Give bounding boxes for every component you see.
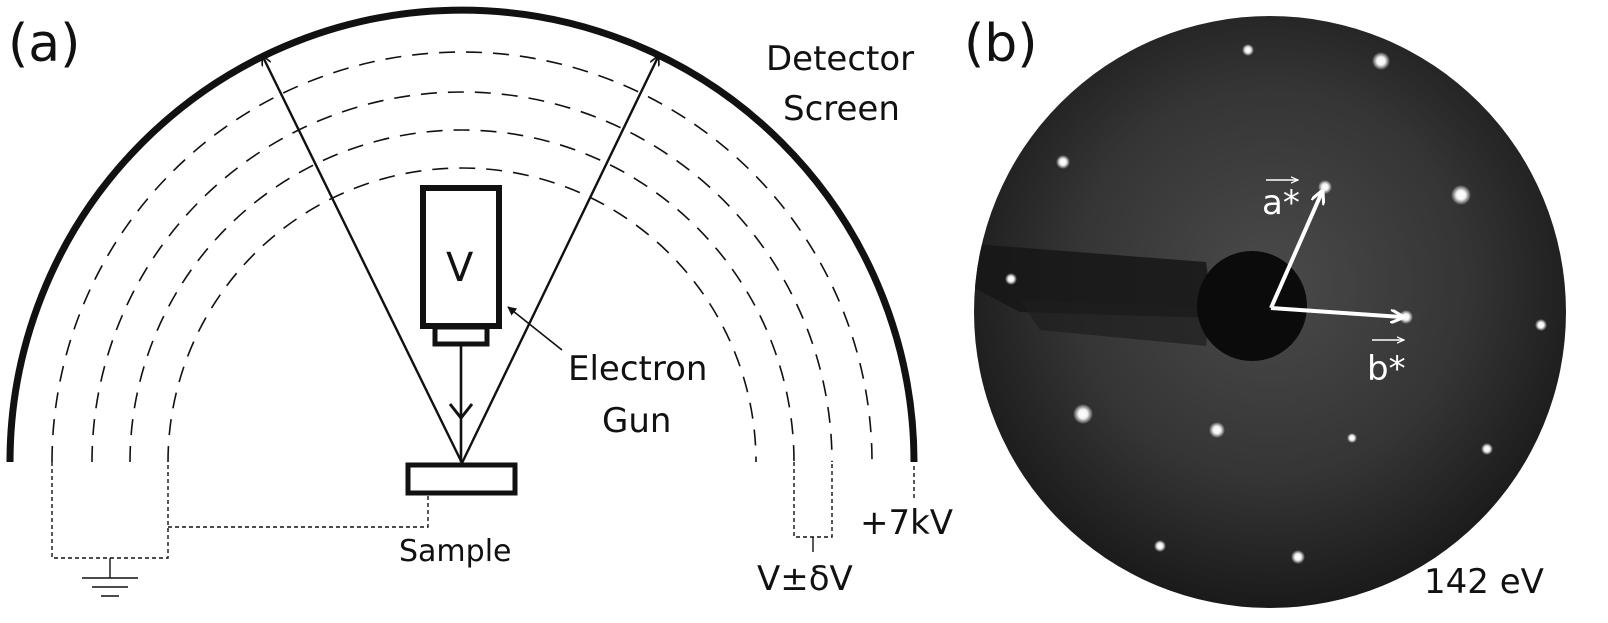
sample-wire: [168, 495, 429, 528]
grid-arc-2: [91, 91, 833, 463]
detector-label-line1: Detector: [766, 39, 915, 79]
gun-voltage-label: V: [446, 245, 474, 291]
spot: [1005, 273, 1017, 285]
panel-a-label: (a): [8, 14, 81, 74]
spot: [1056, 155, 1070, 169]
electron-gun-shadow: [1197, 251, 1307, 361]
grid-arc-4: [167, 167, 757, 463]
vector-b-label: b*: [1367, 349, 1406, 389]
electron-gun-pointer: [507, 306, 563, 351]
sample-label: Sample: [399, 534, 512, 569]
spot: [1242, 44, 1254, 56]
diffracted-beam-left: [263, 57, 464, 464]
spot: [1347, 433, 1357, 443]
vector-a-label: a*: [1262, 183, 1300, 223]
spot: [1073, 404, 1093, 424]
spot: [1291, 550, 1305, 564]
electron-gun-label-line1: Electron: [568, 349, 708, 389]
detector-screen-arc: [6, 6, 918, 463]
diffracted-beam-right: [460, 57, 658, 464]
sample-holder-shadow-lower: [1020, 300, 1210, 346]
spot: [1209, 422, 1225, 438]
sample-holder-shadow: [974, 244, 1214, 318]
panel-b-label: (b): [964, 14, 1038, 74]
spot: [1451, 185, 1471, 205]
vector-a-arrow: [1269, 192, 1322, 309]
spot: [1154, 540, 1166, 552]
electron-gun-nozzle: [432, 324, 490, 347]
beam-energy-label: 142 eV: [1424, 562, 1544, 602]
detector-label-line2: Screen: [783, 89, 900, 129]
diffraction-spots: [1005, 44, 1547, 564]
grid-arc-1: [51, 51, 873, 463]
screen-voltage-label: +7kV: [860, 503, 954, 543]
spot: [1535, 319, 1547, 331]
electron-gun-label-line2: Gun: [602, 401, 672, 441]
spot: [1481, 443, 1493, 455]
grid-arc-3: [129, 129, 795, 463]
retard-voltage-label: V±δV: [757, 559, 853, 599]
spot: [1372, 52, 1390, 70]
incident-beam-arrowhead: [448, 403, 474, 421]
vector-b-arrow: [1270, 306, 1402, 317]
sample-block: [405, 462, 518, 496]
